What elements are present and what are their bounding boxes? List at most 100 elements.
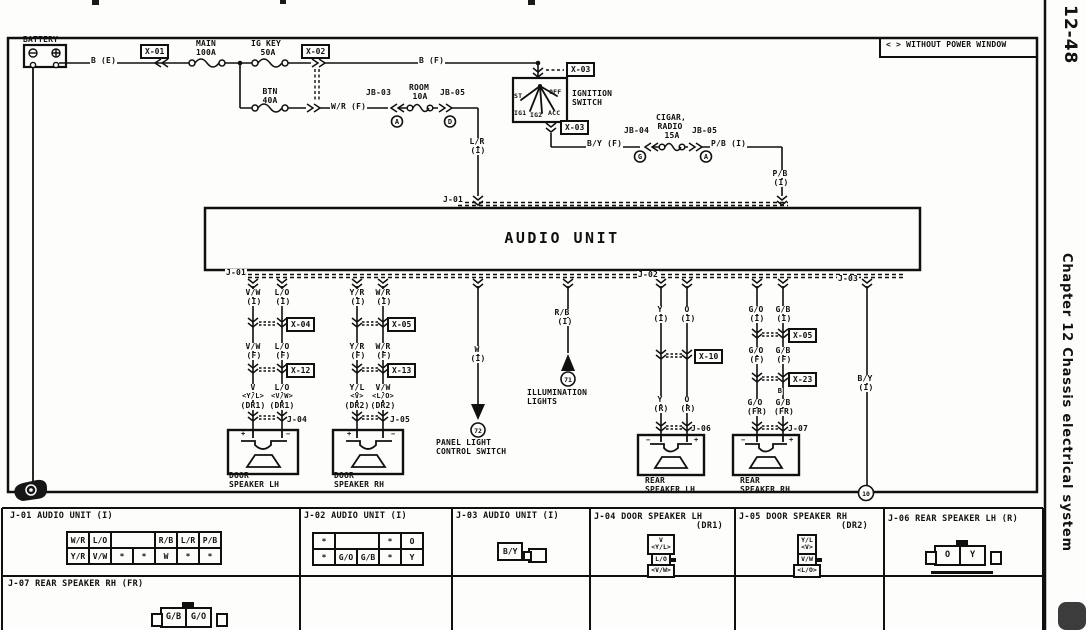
frame-lines bbox=[1, 0, 1047, 630]
wire-label: L/O bbox=[273, 342, 291, 351]
wire-label: V bbox=[249, 383, 257, 392]
jb-pin-ref: A bbox=[395, 118, 400, 126]
terminal-label: + bbox=[241, 430, 246, 438]
wire-label: B (F) bbox=[418, 56, 446, 65]
wire-label: O bbox=[683, 395, 691, 404]
harness-label: (I) bbox=[469, 146, 487, 155]
connector-ref-box: X-13 bbox=[387, 363, 417, 378]
pin-box: V <Y/L> bbox=[647, 534, 675, 555]
junction-block-label: JB-05 bbox=[440, 88, 466, 97]
pin-cell: O bbox=[400, 532, 424, 550]
pin-label: V bbox=[659, 536, 663, 544]
j04-connector-icon: V <Y/L> L/O <V/W> bbox=[640, 534, 682, 578]
wire-label: Y bbox=[656, 305, 664, 314]
wire-alt-label: <L/O> bbox=[370, 392, 396, 400]
fuse-symbols bbox=[188, 58, 686, 152]
connector-tab-icon bbox=[668, 557, 676, 562]
wire-label: L/O bbox=[273, 383, 291, 392]
fuse-amp: 100A bbox=[195, 48, 217, 57]
wire-label: G/B bbox=[774, 346, 792, 355]
table-title: J-01 AUDIO UNIT (I) bbox=[10, 511, 113, 521]
device-name: REAR bbox=[740, 476, 761, 485]
harness-label: (F) bbox=[775, 355, 793, 364]
harness-label: (I) bbox=[469, 354, 487, 363]
pin-cell: Y/R bbox=[66, 547, 90, 565]
harness-label: (DR1) bbox=[268, 401, 296, 410]
fuse-amp: 40A bbox=[262, 96, 278, 105]
connector-ref-box: X-03 bbox=[566, 62, 596, 77]
harness-label: (I) bbox=[775, 314, 793, 323]
pin-cell: * bbox=[110, 547, 134, 565]
harness-label: (F) bbox=[748, 355, 766, 364]
audio-unit-title: AUDIO UNIT bbox=[504, 229, 620, 247]
junction-block-label: JB-05 bbox=[692, 126, 718, 135]
pin-cell: * bbox=[378, 548, 402, 566]
pin-cell: * bbox=[378, 532, 402, 550]
harness-label: (FR) bbox=[745, 407, 769, 416]
table-title: J-04 DOOR SPEAKER LH bbox=[594, 512, 703, 522]
harness-label: (I) bbox=[857, 383, 875, 392]
connector-label: J-05 bbox=[390, 415, 411, 424]
wire-label: G/O bbox=[746, 398, 764, 407]
pin-cell: * bbox=[176, 547, 200, 565]
body-ground-icon bbox=[14, 479, 48, 501]
device-name: LIGHTS bbox=[527, 397, 558, 406]
wire-label: Y bbox=[656, 395, 664, 404]
page-number: 12-48 bbox=[1060, 5, 1080, 65]
ignition-switch-symbol bbox=[511, 76, 569, 124]
pin-cell: G/B bbox=[165, 612, 182, 622]
device-name: SPEAKER RH bbox=[740, 485, 791, 494]
switch-position-label: ST bbox=[514, 92, 523, 100]
audio-connector-label: J-01 bbox=[442, 195, 465, 204]
battery-symbol bbox=[22, 43, 68, 69]
wire-label: B/Y bbox=[856, 374, 874, 383]
audio-connector-label: J-02 bbox=[637, 270, 660, 279]
harness-label: (I) bbox=[245, 297, 263, 306]
connector-ref-box: X-04 bbox=[286, 317, 316, 332]
audio-connector-label: J-01 bbox=[225, 268, 248, 277]
fuse-name: RADIO bbox=[657, 122, 683, 131]
wire-label: W/R bbox=[374, 288, 392, 297]
table-subtitle: (DR2) bbox=[841, 521, 869, 531]
scan-marks bbox=[92, 0, 1086, 630]
wire-label: L/O bbox=[273, 288, 291, 297]
connector-side-tab-icon bbox=[925, 551, 937, 565]
terminal-label: − bbox=[286, 430, 291, 438]
crossed-pin-cell bbox=[334, 532, 380, 550]
harness-label: (FR) bbox=[772, 407, 796, 416]
device-name: ILLUMINATION bbox=[527, 388, 588, 397]
harness-label: (I) bbox=[772, 178, 790, 187]
pin-box: <V/W> bbox=[647, 564, 675, 578]
fuse-amp: 10A bbox=[412, 92, 428, 101]
connector-side-tab-icon bbox=[990, 551, 1002, 565]
pin-cell: * bbox=[132, 547, 156, 565]
flow-arrows bbox=[471, 354, 575, 420]
connector-body: O Y bbox=[934, 545, 986, 566]
wire-label: G/O bbox=[747, 305, 765, 314]
fuse-amp: 50A bbox=[260, 48, 276, 57]
table-title: J-05 DOOR SPEAKER RH bbox=[739, 512, 848, 522]
ignition-switch-label: IGNITION bbox=[572, 89, 613, 98]
harness-label: (I) bbox=[652, 314, 670, 323]
pin-box: L/O bbox=[651, 552, 676, 567]
harness-label: (I) bbox=[748, 314, 766, 323]
connector-label: J-04 bbox=[287, 415, 308, 424]
pin-cell: Y bbox=[400, 548, 424, 566]
pin-cell: Y bbox=[959, 547, 984, 564]
circled-refs bbox=[390, 115, 875, 502]
j05-connector-icon: Y/L <V> V/W <L/O> bbox=[786, 534, 828, 578]
connector-side-tab-icon bbox=[216, 613, 228, 627]
wire-label: L/R bbox=[468, 137, 486, 146]
pin-label: <V> bbox=[801, 543, 813, 552]
wire-label: O bbox=[683, 305, 691, 314]
harness-label: (F) bbox=[375, 351, 393, 360]
terminal-label: − bbox=[391, 430, 396, 438]
terminal-label: + bbox=[347, 430, 352, 438]
connector-ref-box: X-02 bbox=[301, 44, 331, 59]
connector-chevrons bbox=[153, 58, 873, 432]
jb-pin-ref: A bbox=[704, 153, 709, 161]
harness-label: (I) bbox=[274, 297, 292, 306]
harness-label: (F) bbox=[274, 351, 292, 360]
